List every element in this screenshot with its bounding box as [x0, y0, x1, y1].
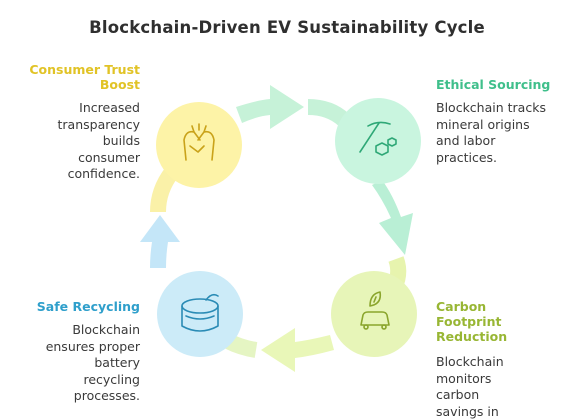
eco-car-icon	[360, 291, 390, 330]
diagram-title: Blockchain-Driven EV Sustainability Cycl…	[89, 18, 485, 37]
safe-recycling-circle	[157, 271, 243, 357]
consumer-trust-description: Increased transparency builds consumer c…	[57, 100, 140, 181]
carbon-reduction-label: Carbon Footprint Reduction	[436, 299, 508, 344]
consumer-trust-circle	[156, 102, 242, 188]
arrow-carbon-to-recycle	[261, 328, 334, 372]
pickaxe-icon	[359, 121, 397, 156]
ethical-sourcing-circle	[335, 98, 421, 184]
safe-recycling-label: Safe Recycling	[36, 299, 140, 314]
carbon-reduction-description: Blockchain monitors carbon savings in	[436, 354, 504, 419]
arrow-ethical-to-carbon	[372, 180, 413, 255]
ethical-sourcing-description: Blockchain tracks mineral origins and la…	[436, 100, 546, 165]
carbon-reduction-circle	[331, 271, 417, 357]
tin-can-icon	[181, 293, 219, 332]
safe-recycling-description: Blockchain ensures proper battery recycl…	[45, 322, 140, 403]
handshake-icon	[183, 123, 215, 161]
cycle-diagram	[140, 85, 421, 372]
arrow-recycle-to-consumer	[140, 215, 180, 268]
consumer-trust-label: Consumer Trust Boost	[29, 62, 140, 92]
ethical-sourcing-label: Ethical Sourcing	[436, 77, 551, 92]
arrow-consumer-to-ethical	[236, 85, 304, 129]
